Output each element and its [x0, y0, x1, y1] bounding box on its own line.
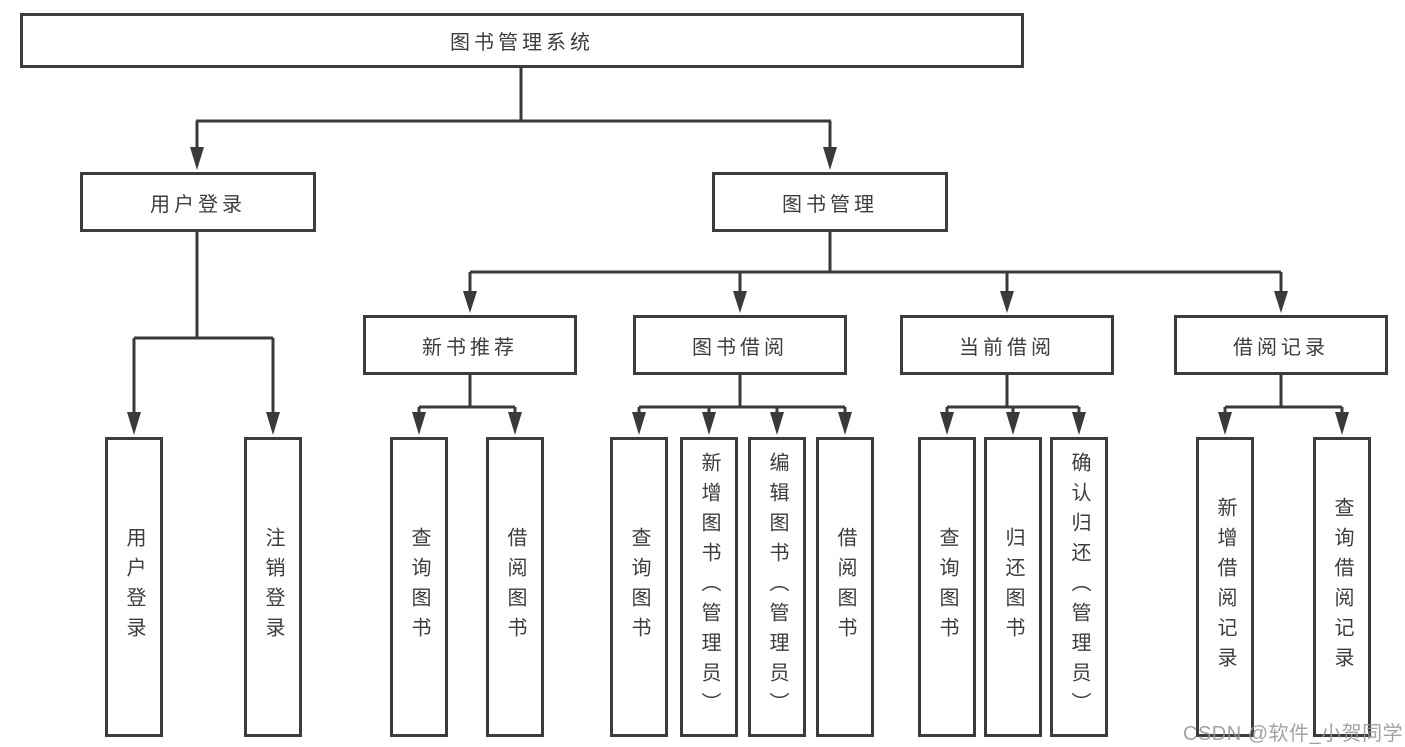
leaf-current-return-books: 归还图书 — [984, 437, 1042, 737]
leaf-recommend-query-books: 查询图书 — [390, 437, 448, 737]
arrowheads — [127, 147, 1349, 435]
leaf-borrowing-add-books-admin: 新增图书（管理员） — [680, 437, 738, 737]
leaf-records-add-record: 新增借阅记录 — [1196, 437, 1254, 737]
leaf-current-query-books: 查询图书 — [918, 437, 976, 737]
node-borrowing-records: 借阅记录 — [1174, 315, 1388, 375]
leaf-borrowing-borrow-books: 借阅图书 — [816, 437, 874, 737]
leaf-current-confirm-return-admin: 确认归还（管理员） — [1050, 437, 1108, 737]
node-book-borrowing: 图书借阅 — [633, 315, 847, 375]
node-current-borrowing: 当前借阅 — [900, 315, 1114, 375]
node-book-management-branch: 图书管理 — [712, 172, 948, 232]
leaf-recommend-borrow-books: 借阅图书 — [486, 437, 544, 737]
node-root-system: 图书管理系统 — [20, 13, 1024, 68]
leaf-borrowing-query-books: 查询图书 — [610, 437, 668, 737]
leaf-logout: 注销登录 — [244, 437, 302, 737]
node-user-login-branch: 用户登录 — [80, 172, 316, 232]
leaf-records-query-record: 查询借阅记录 — [1313, 437, 1371, 737]
leaf-borrowing-edit-books-admin: 编辑图书（管理员） — [748, 437, 806, 737]
leaf-user-login: 用户登录 — [105, 437, 163, 737]
csdn-watermark: CSDN @软件_小贺同学 — [1183, 723, 1404, 745]
node-new-book-recommend: 新书推荐 — [363, 315, 577, 375]
